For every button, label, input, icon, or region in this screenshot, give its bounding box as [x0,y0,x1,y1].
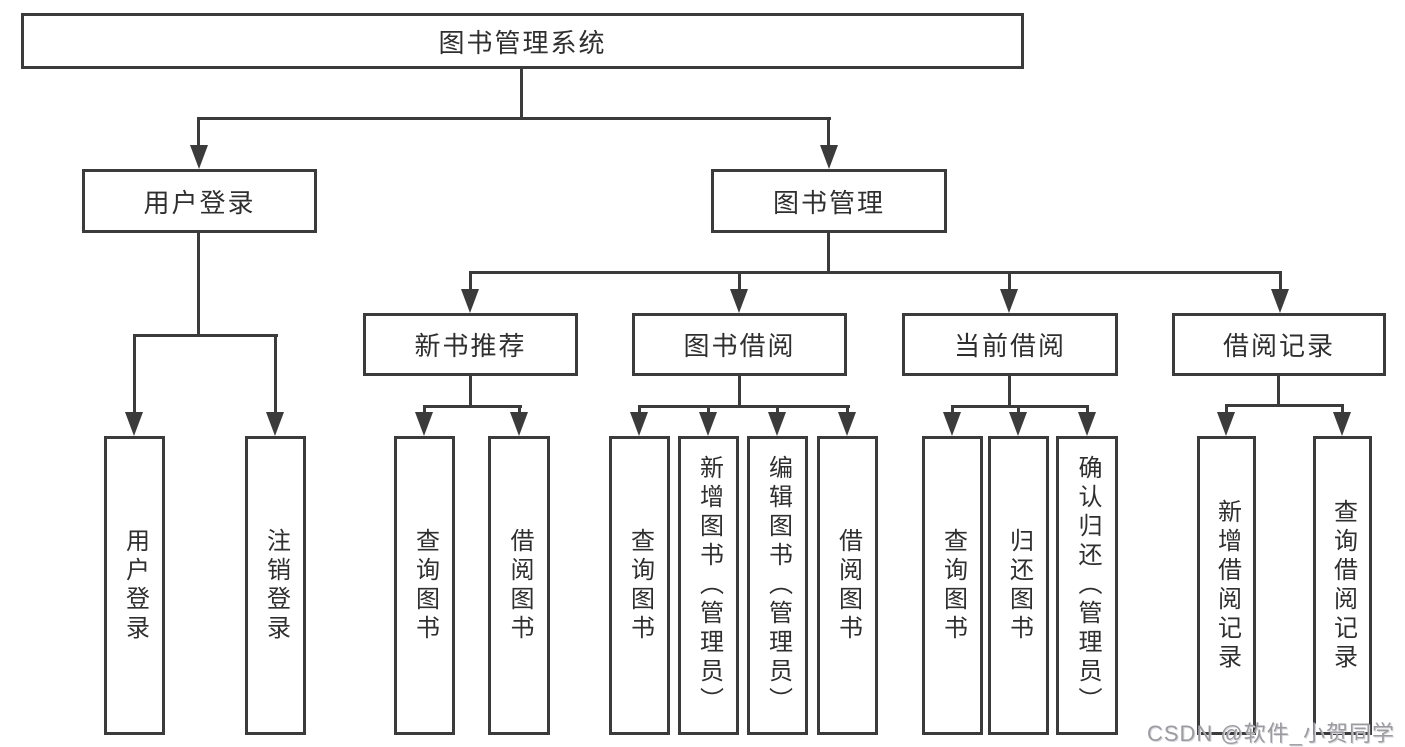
arrow-down-icon [1333,412,1351,436]
arrow-down-icon [415,412,433,436]
arrow-down-icon [943,412,961,436]
connector-stem [1277,376,1280,407]
arrow-down-icon [768,412,786,436]
connector-drop-leaf [1341,404,1344,417]
node-book-borrowing: 图书借阅 [632,313,847,376]
connector-drop-leaf [1017,405,1020,417]
leaf-query-books-current: 查询图书 [922,436,983,735]
node-book-management: 图书管理 [711,169,947,233]
connector-drop-level3 [1008,271,1011,291]
node-library-management-system: 图书管理系统 [21,13,1024,69]
connector-drop-level3 [1279,271,1282,291]
connector-drop-leaf [133,334,136,416]
arrow-down-icon [1000,289,1018,313]
arrow-down-icon [699,412,717,436]
connector-rail [1225,404,1344,407]
leaf-borrow-books: 借阅图书 [817,436,878,735]
arrow-down-icon [125,412,143,436]
leaf-query-books-recommend: 查询图书 [394,436,455,735]
connector-drop-user-login [197,117,200,150]
arrow-down-icon [838,412,856,436]
leaf-add-books-admin: 新增图书（管理员） [678,436,739,735]
node-current-borrowing: 当前借阅 [902,313,1118,376]
arrow-down-icon [730,289,748,313]
connector-drop-leaf [707,405,710,417]
connector-drop-leaf [274,334,277,416]
connector-drop-leaf [423,405,426,417]
connector-rail [423,405,522,408]
connector-drop-leaf [846,405,849,417]
connector-drop-leaf [638,405,641,417]
connector-drop-level3 [469,271,472,291]
arrow-down-icon [630,412,648,436]
connector-drop-leaf [951,405,954,417]
arrow-down-icon [266,412,284,436]
arrow-down-icon [1078,412,1096,436]
leaf-query-books-borrowing: 查询图书 [609,436,670,735]
connector-drop-level3 [738,271,741,291]
leaf-add-borrow-record: 新增借阅记录 [1197,436,1256,735]
arrow-down-icon [820,145,838,169]
connector-stem [1008,376,1011,408]
connector-stem [738,376,741,408]
connector-book-mgmt-stem [827,233,830,274]
connector-drop-leaf [518,405,521,417]
connector-drop-book-management [827,117,830,150]
node-new-book-recommendation: 新书推荐 [363,313,578,376]
arrow-down-icon [1217,412,1235,436]
connector-rail [638,405,850,408]
connector-drop-leaf [1225,404,1228,417]
node-user-login: 用户登录 [82,169,317,233]
connector-root-stem [520,69,523,119]
connector-rail [951,405,1089,408]
leaf-user-login: 用户登录 [104,436,165,735]
leaf-logout: 注销登录 [245,436,306,735]
connector-user-login-rail [133,334,278,337]
leaf-confirm-return-admin: 确认归还（管理员） [1056,436,1118,735]
leaf-borrow-books-recommend: 借阅图书 [488,436,550,735]
connector-root-rail [197,117,831,120]
connector-book-mgmt-rail [469,271,1282,274]
arrow-down-icon [461,289,479,313]
arrow-down-icon [190,145,208,169]
node-borrowing-records: 借阅记录 [1172,313,1386,376]
connector-user-login-stem [197,233,200,337]
arrow-down-icon [1009,412,1027,436]
connector-drop-leaf [776,405,779,417]
leaf-edit-books-admin: 编辑图书（管理员） [747,436,808,735]
csdn-watermark: CSDN @软件_小贺同学 [1146,721,1395,746]
arrow-down-icon [510,412,528,436]
connector-stem [469,376,472,408]
leaf-return-books: 归还图书 [988,436,1049,735]
arrow-down-icon [1271,289,1289,313]
leaf-query-borrow-record: 查询借阅记录 [1313,436,1372,735]
connector-drop-leaf [1086,405,1089,417]
